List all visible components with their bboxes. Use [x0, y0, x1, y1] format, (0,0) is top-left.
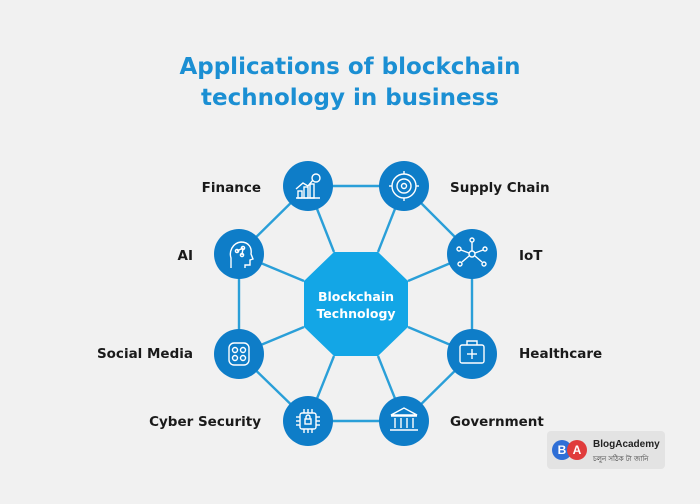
logo-name: BlogAcademy	[593, 439, 660, 450]
supply-chain-node	[379, 161, 429, 211]
center-octagon	[304, 252, 408, 356]
title-line-2: technology in business	[201, 85, 499, 111]
cyber-security-label: Cyber Security	[149, 414, 261, 430]
government-label: Government	[450, 414, 544, 430]
iot-network-icon	[456, 237, 488, 267]
cyber-security-node	[283, 396, 333, 446]
finance-label: Finance	[201, 180, 261, 196]
ai-node	[214, 229, 264, 279]
healthcare-kit-icon	[459, 340, 485, 364]
blogacademy-logo: B A BlogAcademy চলুন সঠিক টা জানি	[547, 431, 665, 469]
finance-chart-icon	[295, 173, 321, 199]
ai-head-icon	[229, 241, 254, 268]
title-line-1: Applications of blockchain	[179, 54, 521, 80]
government-node	[379, 396, 429, 446]
healthcare-node	[447, 329, 497, 379]
healthcare-label: Healthcare	[519, 346, 603, 362]
iot-node	[447, 229, 497, 279]
page-title: Applications of blockchain technology in…	[0, 52, 700, 114]
ai-label: AI	[177, 248, 193, 264]
center-label-line-2: Technology	[316, 306, 396, 321]
social-media-label: Social Media	[96, 346, 193, 362]
center-label: Blockchain Technology	[306, 288, 406, 322]
supply-chain-label: Supply Chain	[450, 180, 550, 196]
social-media-icon	[228, 342, 250, 366]
supply-chain-gear-icon	[389, 171, 419, 201]
finance-node	[283, 161, 333, 211]
social-media-node	[214, 329, 264, 379]
center-label-line-1: Blockchain	[317, 289, 395, 304]
iot-label: IoT	[519, 248, 543, 264]
logo-tagline: চলুন সঠিক টা জানি	[593, 455, 649, 463]
cyber-security-chip-icon	[296, 409, 320, 433]
government-building-icon	[390, 407, 418, 431]
logo-letter-a: A	[567, 440, 587, 460]
